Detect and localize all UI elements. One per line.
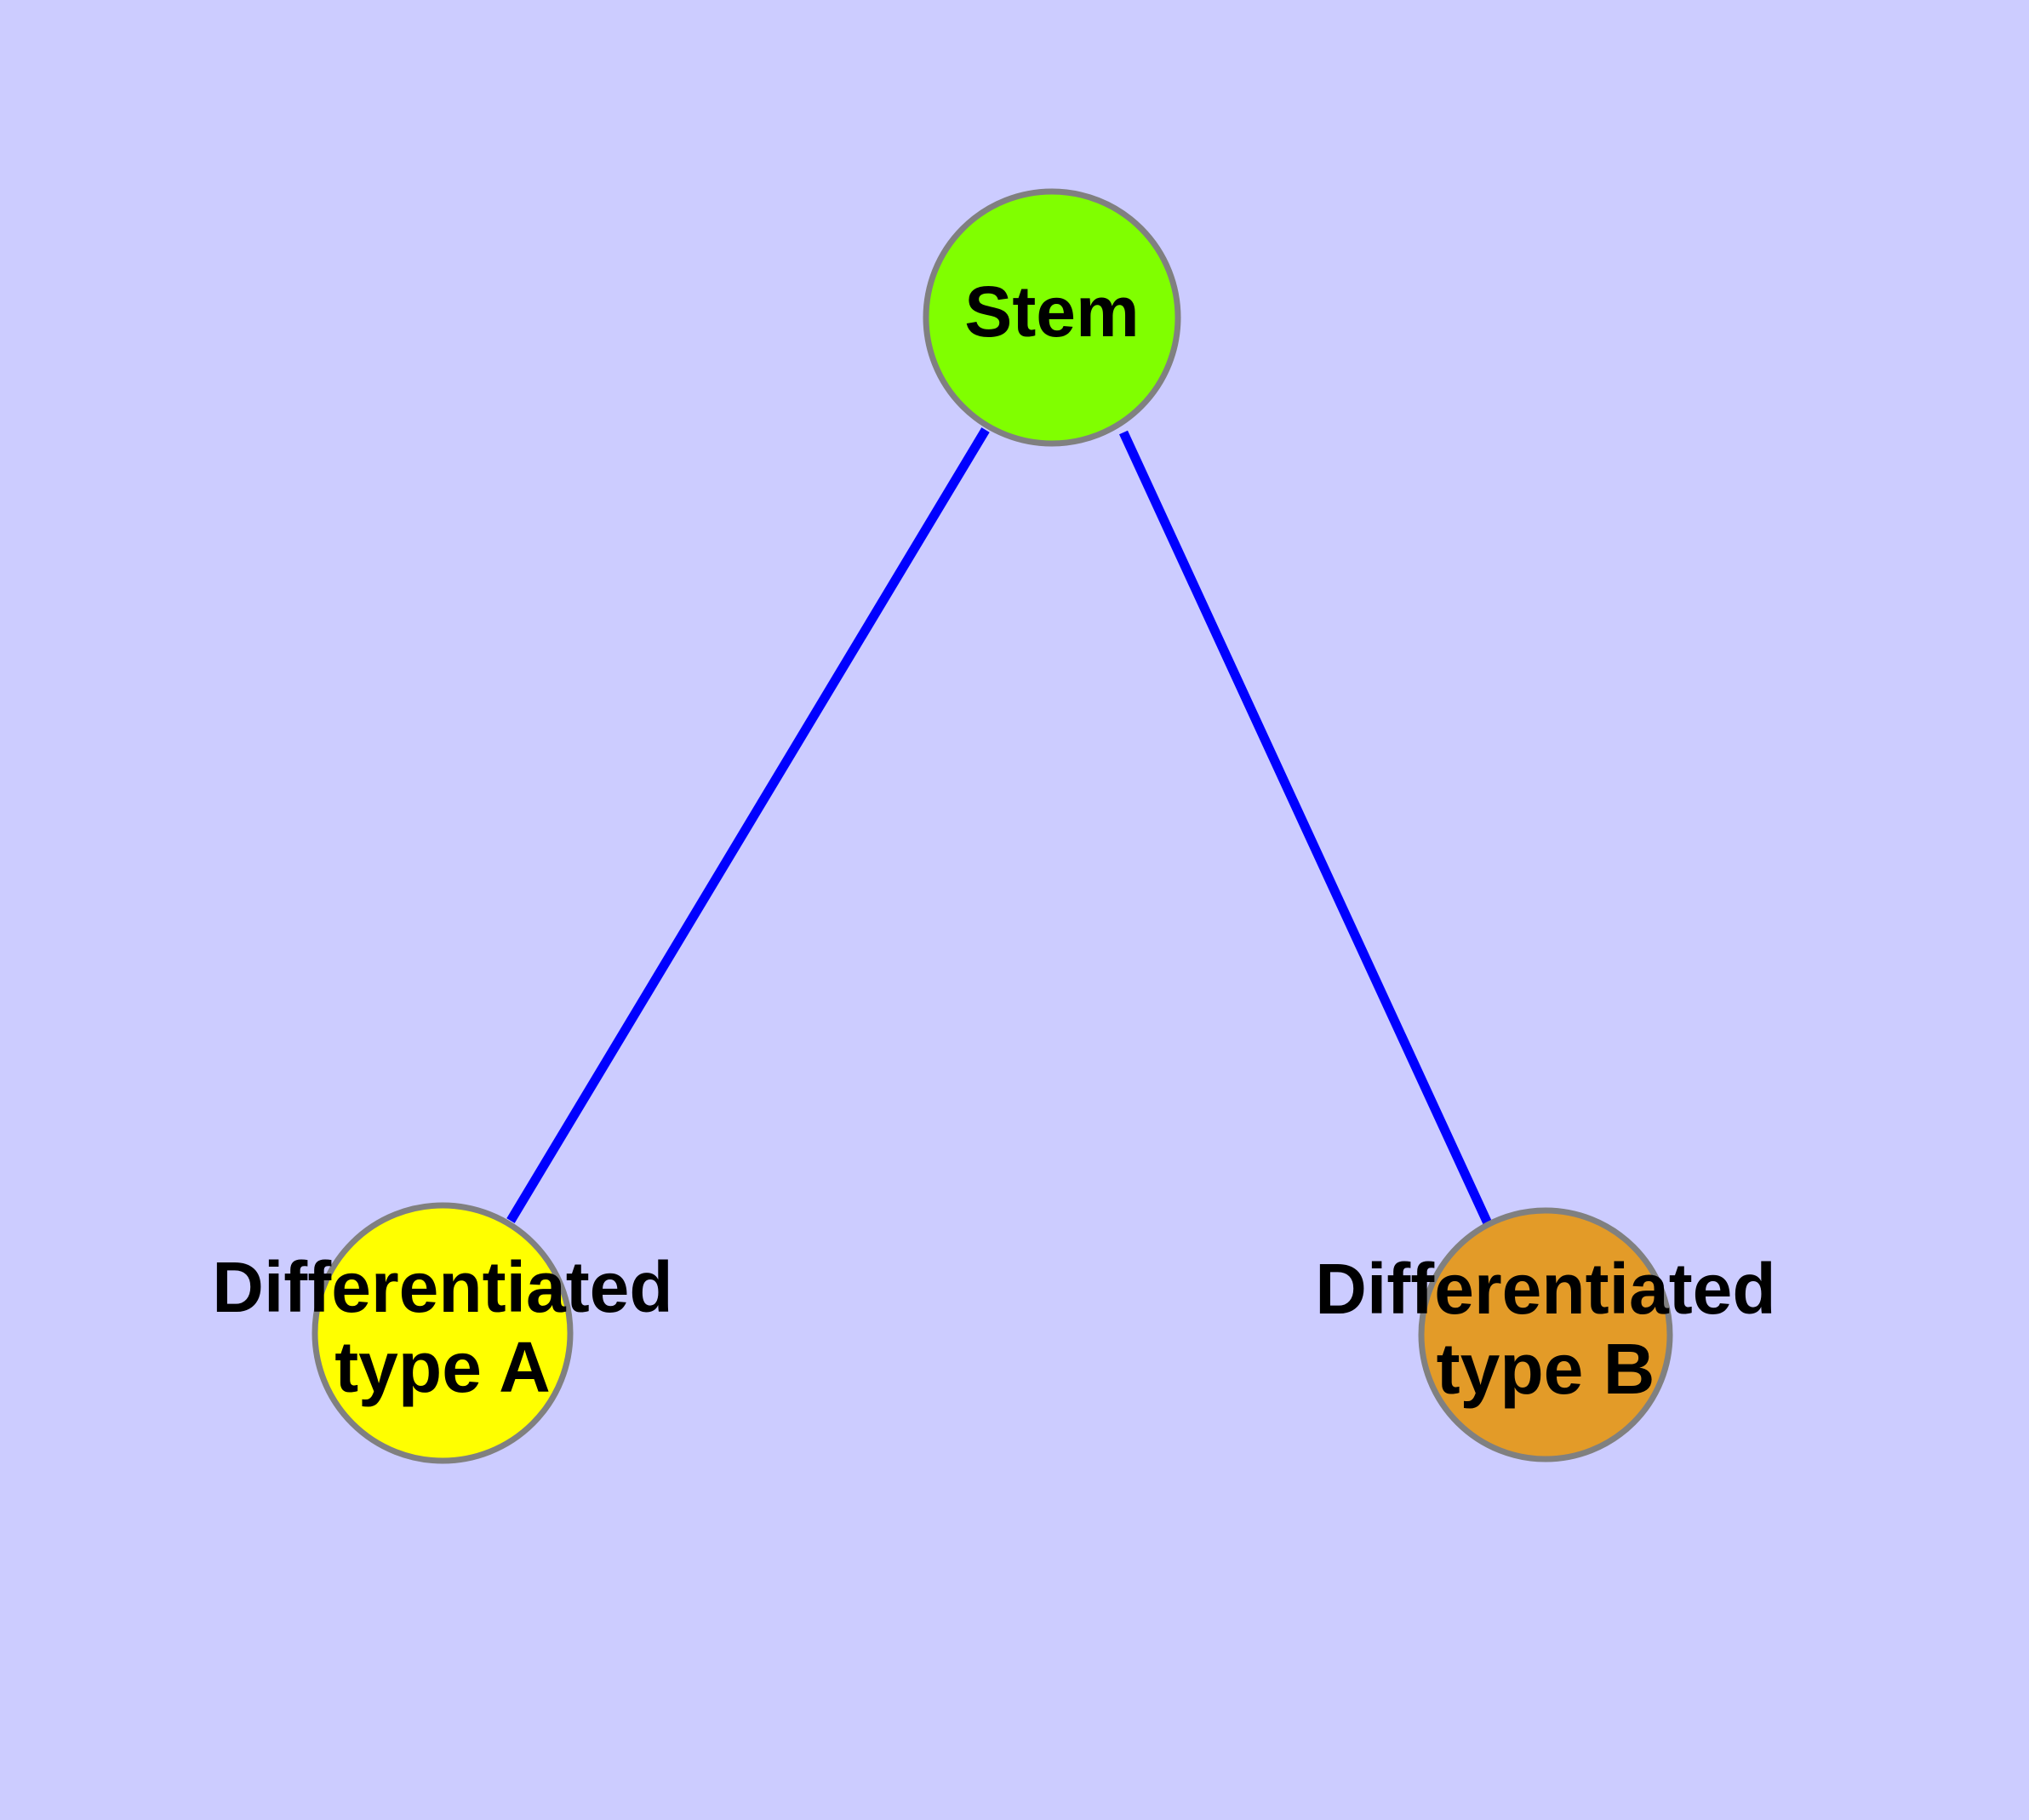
node-label-line: type B — [1437, 1329, 1655, 1409]
node-label-line: type A — [334, 1327, 551, 1407]
node-label-stem: Stem — [964, 272, 1139, 352]
graph-edge-stem-to-diff-b[interactable] — [1119, 430, 1492, 1226]
nodes-layer — [311, 188, 1673, 1464]
graph-node-stem[interactable] — [923, 188, 1181, 447]
graph-node-diff_a[interactable] — [311, 1202, 574, 1464]
node-label-line: Differentiated — [1315, 1249, 1775, 1329]
graph-edge-stem-to-diff-a[interactable] — [506, 427, 990, 1223]
node-label-line: Stem — [964, 272, 1139, 352]
node-label-line: Differentiated — [212, 1247, 672, 1327]
edges-layer — [506, 427, 1492, 1226]
graph-node-diff_b[interactable] — [1418, 1207, 1673, 1462]
